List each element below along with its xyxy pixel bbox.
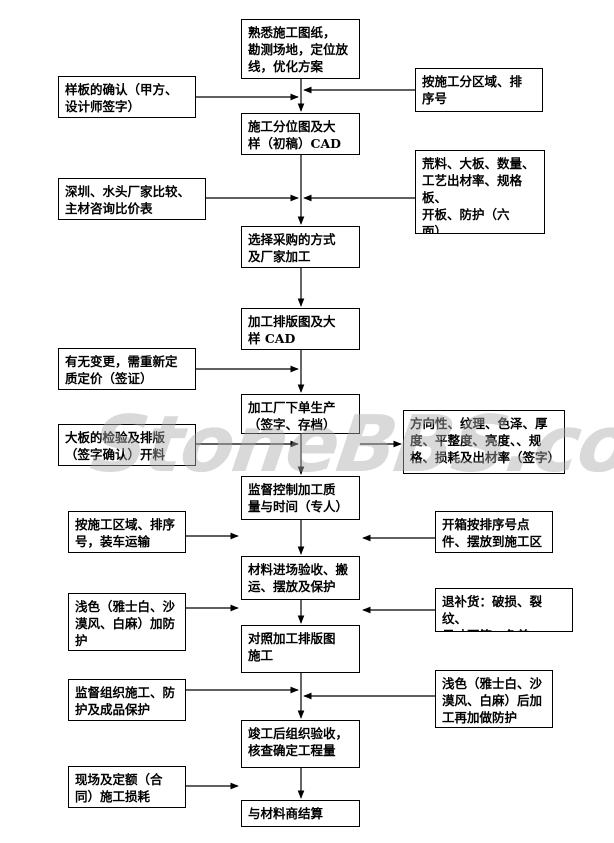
right-input: 按施工分区域、排 序号 [415,68,543,112]
center-step: 竣工后组织验收， 核查确定工程量 [241,720,360,768]
center-step: 加工厂下单生产 （签字、存档） [241,394,360,434]
right-input: 浅色（雅士白、沙 漠风、白麻）后加 工再加做防护 [435,670,553,728]
center-step: 熟悉施工图纸， 勘测场地，定位放 线，优化方案 [241,19,360,79]
left-input: 浅色（雅士白、沙 漠风、白麻）加防 护 [68,593,186,651]
center-step: 对照加工排版图 施工 [241,625,360,673]
right-input: 退补货：破损、裂纹、 尺寸不符、色差 [435,588,573,632]
center-step: 材料进场验收、搬 运、摆放及保护 [241,556,360,600]
center-step: 与材料商结算 [241,800,360,827]
center-step: 选择采购的方式 及厂家加工 [241,226,360,268]
left-input: 有无变更，需重新定 质定价（签证） [58,348,196,390]
right-input: 荒料、大板、数量、 工艺出材率、规格 板、 开板、防护（六面）、 [415,150,545,234]
left-input: 样板的确认（甲方、 设计师签字） [58,76,196,118]
center-step: 施工分位图及大 样（初稿）CAD [241,113,360,155]
right-input: 方向性、纹理、色泽、厚 度、平整度、亮度、、规 格、损耗及出材率（签字） [403,410,565,474]
center-step: 监督控制加工质 量与时间（专人） [241,476,360,520]
right-input: 开箱按排序号点 件、摆放到施工区 [435,511,553,553]
center-step: 加工排版图及大 样 CAD [241,308,360,350]
left-input: 按施工区域、排序 号，装车运输 [68,511,186,553]
left-input: 大板的检验及排版 （签字确认）开料 [58,424,196,466]
left-input: 现场及定额（合 同）施工损耗 [68,766,186,808]
left-input: 深圳、水头厂家比较、 主材咨询比价表 [58,178,206,220]
left-input: 监督组织施工、防 护及成品保护 [68,679,186,721]
